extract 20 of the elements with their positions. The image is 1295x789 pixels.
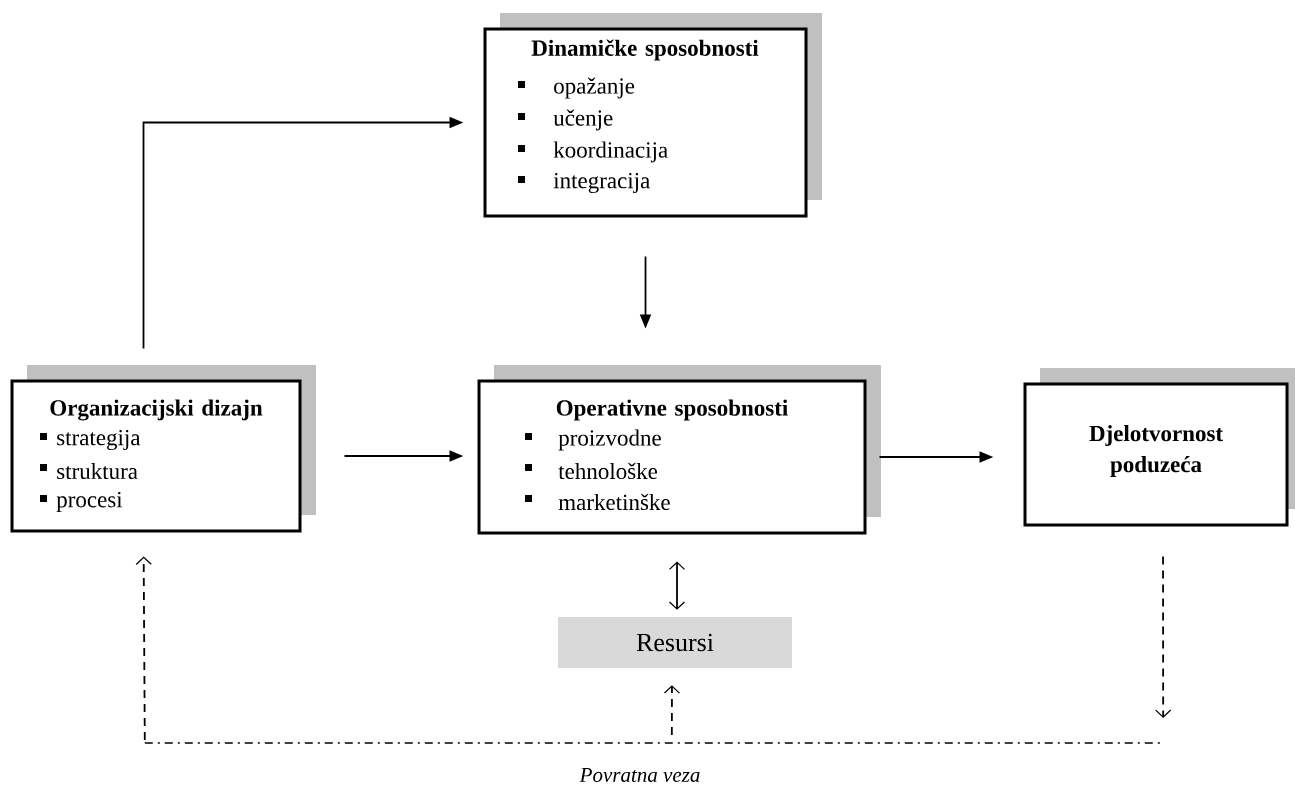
list-item: marketinške [525, 493, 670, 511]
list-item: integracija [518, 172, 650, 194]
arrow [135, 556, 152, 741]
list-item: koordinacija [518, 141, 668, 163]
list-item: strategija [40, 429, 141, 451]
list-item: opažanje [518, 77, 635, 99]
box-heading: Operativne sposobnosti [556, 399, 788, 421]
list-item: učenje [518, 109, 613, 131]
feedback-caption: Povratna veza [579, 768, 700, 782]
resource-box: Resursi [558, 617, 792, 668]
arrow [668, 561, 686, 610]
box-heading: Organizacijski dizajn [50, 399, 263, 421]
box-heading: Dinamičke sposobnosti [531, 39, 759, 61]
list-item: procesi [40, 491, 123, 513]
list-item: struktura [40, 462, 138, 480]
arrow [663, 685, 681, 736]
box-heading: Djelotvornost poduzeća [1089, 425, 1223, 477]
arrow [1155, 555, 1172, 718]
list-item: proizvodne [525, 429, 661, 451]
list-item: tehnološke [525, 462, 658, 480]
